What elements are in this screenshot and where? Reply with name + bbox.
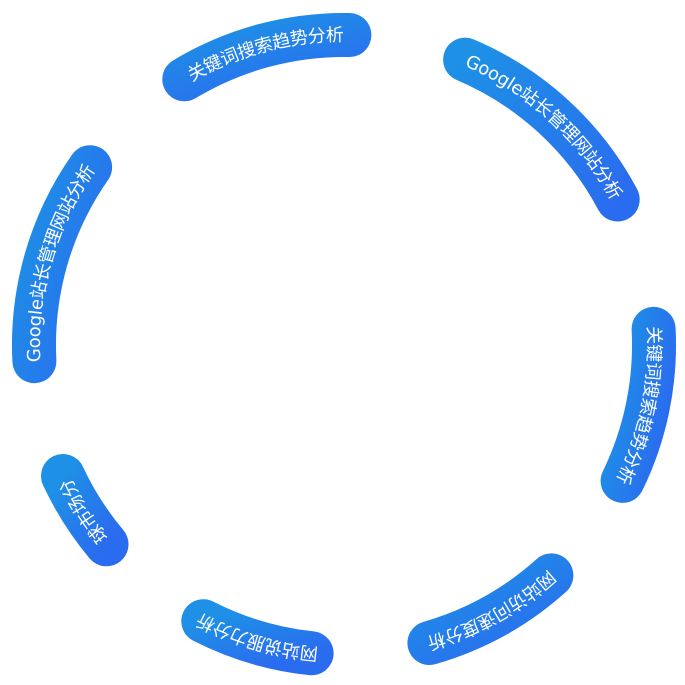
segment-pill [407,553,574,665]
segment-5: 网站说服力分析 [181,599,334,676]
segment-pill [181,599,334,676]
segment-pill [443,37,640,222]
segment-2: Google站长管理网站分析 [443,37,640,222]
segment-7: Google站长管理网站分析 [11,145,113,384]
segment-pill [11,145,113,384]
segment-3: 关键词搜索趋势分析 [600,306,677,503]
segment-pill [162,12,372,102]
segment-pill [600,306,677,503]
segment-pill [41,454,129,567]
segment-4: 网站访问速度分析 [407,553,574,665]
segment-1: 关键词搜索趋势分析 [162,12,372,102]
